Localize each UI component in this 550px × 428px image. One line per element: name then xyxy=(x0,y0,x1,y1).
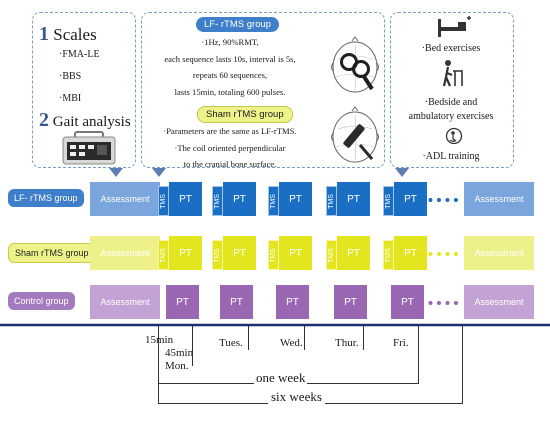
control-assessment-pre: Assessment xyxy=(90,285,160,319)
lf-assessment-post: Assessment xyxy=(464,182,534,216)
sham-assessment-pre: Assessment xyxy=(90,236,160,270)
sham-protocol-text: ·Parameters are the same as LF-rTMS. ·Th… xyxy=(163,126,297,169)
control-pt-block-day5: PT xyxy=(391,285,424,319)
label-wed: Wed. xyxy=(280,337,303,349)
lf-pt-block-day1: PT xyxy=(169,182,202,216)
control-pt-block-day2: PT xyxy=(220,285,253,319)
lf-pt-block-day4: PT xyxy=(337,182,370,216)
label-one-week: one week xyxy=(254,370,308,386)
label-six-weeks: six weeks xyxy=(268,389,325,405)
sham-pt-block-day4: PT xyxy=(337,236,370,270)
bedside-exercises: ·Bedside and xyxy=(424,97,478,108)
walker-icon xyxy=(442,60,463,87)
lf-tms-block-day4: TMS xyxy=(326,186,337,216)
pointer-scales xyxy=(109,168,123,177)
adl-icon xyxy=(445,127,463,145)
sham-group-label: Sham rTMS group xyxy=(8,243,96,263)
label-thur: Thur. xyxy=(335,337,359,349)
lf-group-label: LF- rTMS group xyxy=(8,189,84,207)
control-continuation-dots xyxy=(420,301,458,305)
label-tues: Tues. xyxy=(219,337,243,349)
sham-pt-block-day2: PT xyxy=(223,236,256,270)
tick-wed xyxy=(304,326,306,350)
sham-tms-block-day1: TMS xyxy=(158,240,169,270)
sham-pt-block-day3: PT xyxy=(279,236,312,270)
tick-start xyxy=(158,326,160,404)
sham-continuation-dots xyxy=(420,252,458,256)
pt-panel: ·Bed exercises ·Bedside and ambulatory e… xyxy=(390,12,514,168)
lf-tms-block-day5: TMS xyxy=(383,186,394,216)
sham-tms-block-day2: TMS xyxy=(212,240,223,270)
label-15min: 15min xyxy=(145,334,174,346)
tick-fri xyxy=(418,326,420,383)
lf-tms-block-day1: TMS xyxy=(158,186,169,216)
sham-tms-block-day4: TMS xyxy=(326,240,337,270)
tick-end xyxy=(462,326,464,404)
tick-45min xyxy=(192,326,194,366)
control-assessment-post: Assessment xyxy=(464,285,534,319)
gait-device-icon xyxy=(62,131,116,165)
adl-training: ·ADL training xyxy=(422,151,480,162)
label-mon: Mon. xyxy=(165,360,189,372)
sham-tms-block-day5: TMS xyxy=(383,240,394,270)
scale-fma-le: ·FMA-LE xyxy=(59,49,100,60)
bed-exercises: ·Bed exercises xyxy=(421,43,481,54)
sham-assessment-post: Assessment xyxy=(464,236,534,270)
bed-icon xyxy=(438,16,471,37)
control-group-label: Control group xyxy=(8,292,75,310)
tick-thur xyxy=(363,326,365,350)
pointer-pt xyxy=(395,168,409,177)
control-pt-block-day3: PT xyxy=(276,285,309,319)
ambulatory-exercises: ambulatory exercises xyxy=(408,111,494,122)
scale-bbs: ·BBS xyxy=(59,71,82,82)
control-pt-block-day4: PT xyxy=(334,285,367,319)
lf-protocol-text: ·1Hz, 90%RMT, each sequence lasts 10s, i… xyxy=(164,37,296,97)
lf-rtms-badge: LF- rTMS group xyxy=(196,17,280,32)
sham-pt-block-day1: PT xyxy=(169,236,202,270)
scales-panel: 1 Scales ·FMA-LE ·BBS ·MBI 2 Gait analys… xyxy=(32,12,136,168)
pointer-protocol xyxy=(152,168,166,177)
gait-heading: 2 Gait analysis xyxy=(39,109,131,131)
head-coil-icon xyxy=(331,36,379,93)
protocol-panel: LF- rTMS group ·1Hz, 90%RMT, each sequen… xyxy=(141,12,385,169)
lf-tms-block-day3: TMS xyxy=(268,186,279,216)
sham-tms-block-day3: TMS xyxy=(268,240,279,270)
head-sham-coil-icon xyxy=(331,106,379,163)
scale-mbi: ·MBI xyxy=(59,93,82,104)
lf-pt-block-day2: PT xyxy=(223,182,256,216)
lf-continuation-dots xyxy=(420,198,458,202)
lf-pt-block-day3: PT xyxy=(279,182,312,216)
tick-tues xyxy=(248,326,250,350)
control-pt-block-day1: PT xyxy=(166,285,199,319)
label-45min: 45min xyxy=(165,347,194,359)
lf-tms-block-day2: TMS xyxy=(212,186,223,216)
sham-rtms-badge: Sham rTMS group xyxy=(197,106,293,123)
scales-heading: 1 Scales xyxy=(39,23,97,45)
label-fri: Fri. xyxy=(393,337,409,349)
lf-assessment-pre: Assessment xyxy=(90,182,160,216)
